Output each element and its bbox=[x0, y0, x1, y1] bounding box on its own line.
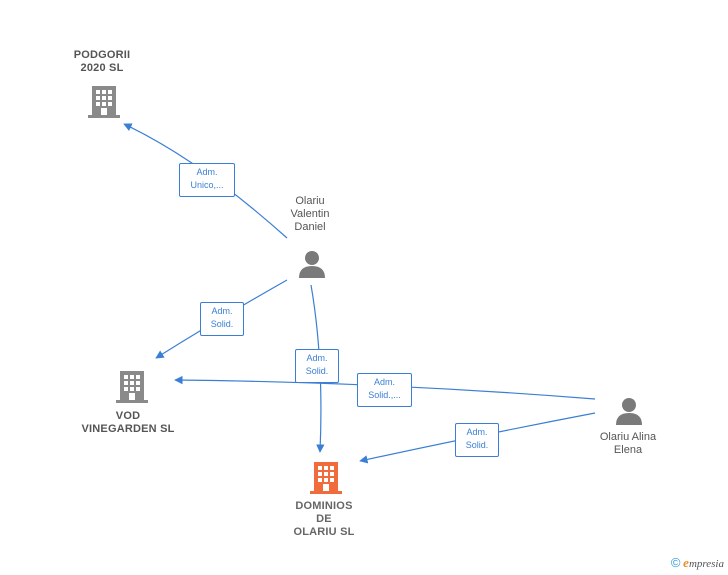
edge-label-adm-unico[interactable]: Adm. Unico,... bbox=[179, 163, 235, 197]
edge-label-adm-solid-more[interactable]: Adm. Solid.,... bbox=[357, 373, 412, 407]
edge-label-adm-solid[interactable]: Adm. Solid. bbox=[455, 423, 499, 457]
node-label-podgorii[interactable]: PODGORII 2020 SL bbox=[73, 49, 131, 74]
building-icon[interactable] bbox=[116, 369, 148, 403]
brand-logo-initial: e bbox=[683, 555, 689, 570]
person-icon[interactable] bbox=[614, 396, 644, 426]
building-icon[interactable] bbox=[88, 84, 120, 118]
copyright-symbol: © bbox=[670, 555, 681, 570]
brand-logo-text: mpresia bbox=[688, 558, 724, 570]
node-label-vod[interactable]: VOD VINEGARDEN SL bbox=[81, 410, 175, 435]
node-label-dominios[interactable]: DOMINIOS DE OLARIU SL bbox=[293, 500, 355, 538]
node-label-olariu-valentin[interactable]: Olariu Valentin Daniel bbox=[290, 195, 330, 233]
building-icon-highlighted[interactable] bbox=[310, 460, 342, 494]
edge-label-adm-solid[interactable]: Adm. Solid. bbox=[295, 349, 339, 383]
brand-footer: © empresia bbox=[671, 555, 724, 571]
edge-label-adm-solid[interactable]: Adm. Solid. bbox=[200, 302, 244, 336]
node-label-olariu-alina[interactable]: Olariu Alina Elena bbox=[599, 431, 657, 456]
person-icon[interactable] bbox=[297, 249, 327, 279]
